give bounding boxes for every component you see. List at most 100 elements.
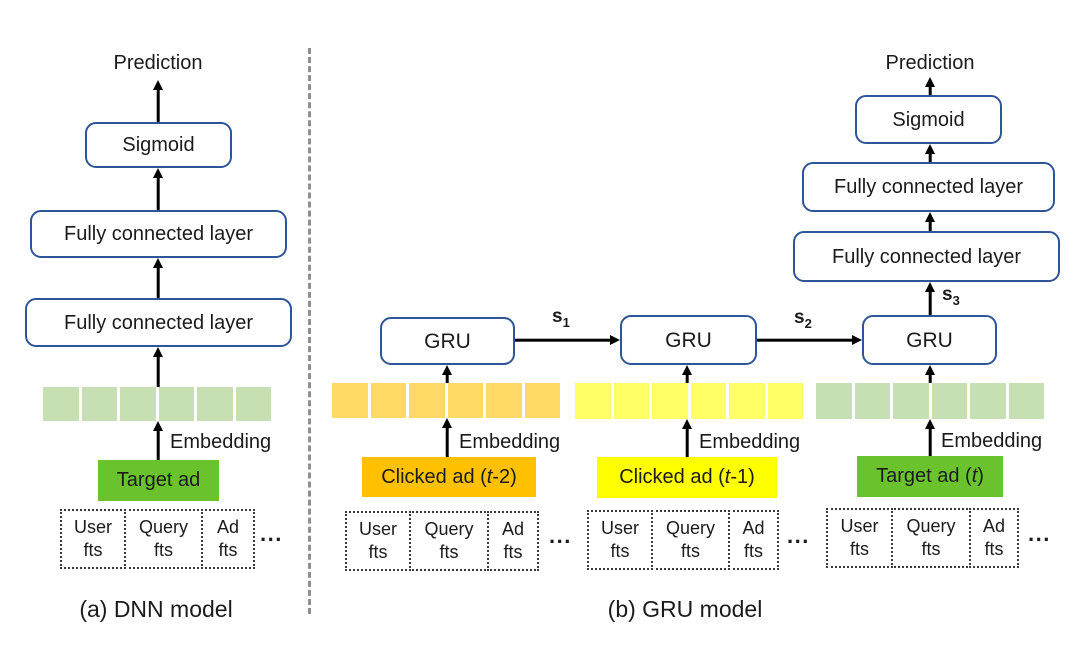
fc-layer-1-box-b: Fully connected layer: [802, 162, 1055, 212]
state-s3-label: s3: [942, 284, 960, 308]
clicked-ad-t2-label: Clicked ad (t-2): [381, 465, 517, 488]
arrow-input-to-strip-t: [924, 419, 936, 456]
gru-box-t1: GRU: [620, 315, 757, 365]
arrow-strip-to-gru-t: [924, 365, 936, 383]
embedding-cell: [931, 383, 967, 419]
fc-layer-2-label-b: Fully connected layer: [832, 245, 1021, 268]
embedding-cell: [613, 383, 649, 419]
arrow-gru1-to-gru2: [515, 334, 620, 346]
embedding-cell: [767, 383, 803, 419]
arrow-strip-to-fc2-a: [152, 347, 164, 387]
embedding-cell: [524, 383, 560, 418]
clicked-ad-t1-box: Clicked ad (t-1): [597, 457, 777, 498]
embedding-cell: [486, 383, 522, 418]
prediction-label-b: Prediction: [885, 52, 975, 74]
embedding-label-t2: Embedding: [459, 431, 561, 453]
panel-divider: [308, 48, 311, 614]
embedding-cell: [729, 383, 765, 419]
gru-label-t1: GRU: [665, 328, 712, 352]
embedding-cell: [409, 383, 445, 418]
arrow-fc2-to-fc1-a: [152, 258, 164, 298]
gru-box-t2: GRU: [380, 317, 515, 365]
embedding-cell: [816, 383, 852, 419]
state-s1-label: s1: [552, 306, 570, 330]
embedding-cell: [575, 383, 611, 419]
sigmoid-box-b: Sigmoid: [855, 95, 1002, 144]
embedding-cell: [893, 383, 929, 419]
embedding-cell: [120, 387, 156, 421]
embedding-cell: [81, 387, 117, 421]
clicked-ad-t1-label: Clicked ad (t-1): [619, 466, 755, 488]
sigmoid-label-b: Sigmoid: [892, 108, 965, 131]
prediction-label-a: Prediction: [113, 52, 203, 74]
ellipsis-t: ...: [1028, 521, 1051, 546]
arrow-fc1-to-sigmoid-b: [924, 144, 936, 162]
embedding-cell: [158, 387, 194, 421]
embedding-strip-a: [43, 387, 271, 421]
arrow-strip-to-gru-t2: [441, 365, 453, 383]
embedding-strip-t1: [575, 383, 803, 419]
ellipsis-t2: ...: [549, 523, 572, 548]
embedding-cell: [690, 383, 726, 419]
ellipsis-t1: ...: [787, 523, 810, 548]
arrow-fc2-to-fc1-b: [924, 212, 936, 231]
arrow-gru2-to-gru3: [757, 334, 862, 346]
state-s2-label: s2: [794, 307, 812, 331]
fc-layer-1-label-b: Fully connected layer: [834, 176, 1023, 198]
arrow-sigmoid-to-prediction-b: [924, 77, 936, 95]
arrow-strip-to-gru-t1: [681, 365, 693, 383]
embedding-cell: [1008, 383, 1044, 419]
target-ad-t-box: Target ad (t): [857, 456, 1003, 497]
embedding-label-a: Embedding: [170, 431, 272, 453]
embedding-cell: [854, 383, 890, 419]
sigmoid-box-a: Sigmoid: [85, 122, 232, 168]
embedding-strip-t2: [332, 383, 560, 418]
target-ad-t-label: Target ad (t): [876, 465, 984, 487]
fc-layer-2-label-a: Fully connected layer: [64, 311, 253, 334]
fc-layer-1-box-a: Fully connected layer: [30, 210, 287, 258]
arrow-input-to-strip-t2: [441, 418, 453, 457]
arrow-fc1-to-sigmoid-a: [152, 168, 164, 210]
sigmoid-label-a: Sigmoid: [122, 134, 195, 156]
embedding-label-t1: Embedding: [699, 431, 801, 453]
fc-layer-1-label-a: Fully connected layer: [64, 223, 253, 245]
embedding-cell: [652, 383, 688, 419]
gru-label-t2: GRU: [424, 329, 471, 353]
embedding-cell: [197, 387, 233, 421]
embedding-cell: [43, 387, 79, 421]
target-ad-label-a: Target ad: [116, 469, 201, 491]
embedding-cell: [235, 387, 271, 421]
target-ad-box-a: Target ad: [98, 460, 219, 501]
arrow-gru3-to-fc2: [924, 282, 936, 315]
gru-box-t: GRU: [862, 315, 997, 365]
fc-layer-2-box-a: Fully connected layer: [25, 298, 292, 347]
embedding-cell: [332, 383, 368, 418]
caption-dnn-model: (a) DNN model: [79, 596, 233, 622]
caption-gru-model: (b) GRU model: [607, 596, 763, 622]
arrow-input-to-strip-t1: [681, 419, 693, 457]
arrow-input-to-strip-a: [152, 421, 164, 460]
embedding-strip-t: [816, 383, 1044, 419]
embedding-cell: [447, 383, 483, 418]
arrow-sigmoid-to-prediction-a: [152, 80, 164, 122]
embedding-cell: [370, 383, 406, 418]
ellipsis-a: ...: [260, 521, 283, 546]
gru-label-t: GRU: [906, 328, 953, 352]
embedding-cell: [970, 383, 1006, 419]
embedding-label-t: Embedding: [941, 430, 1043, 452]
